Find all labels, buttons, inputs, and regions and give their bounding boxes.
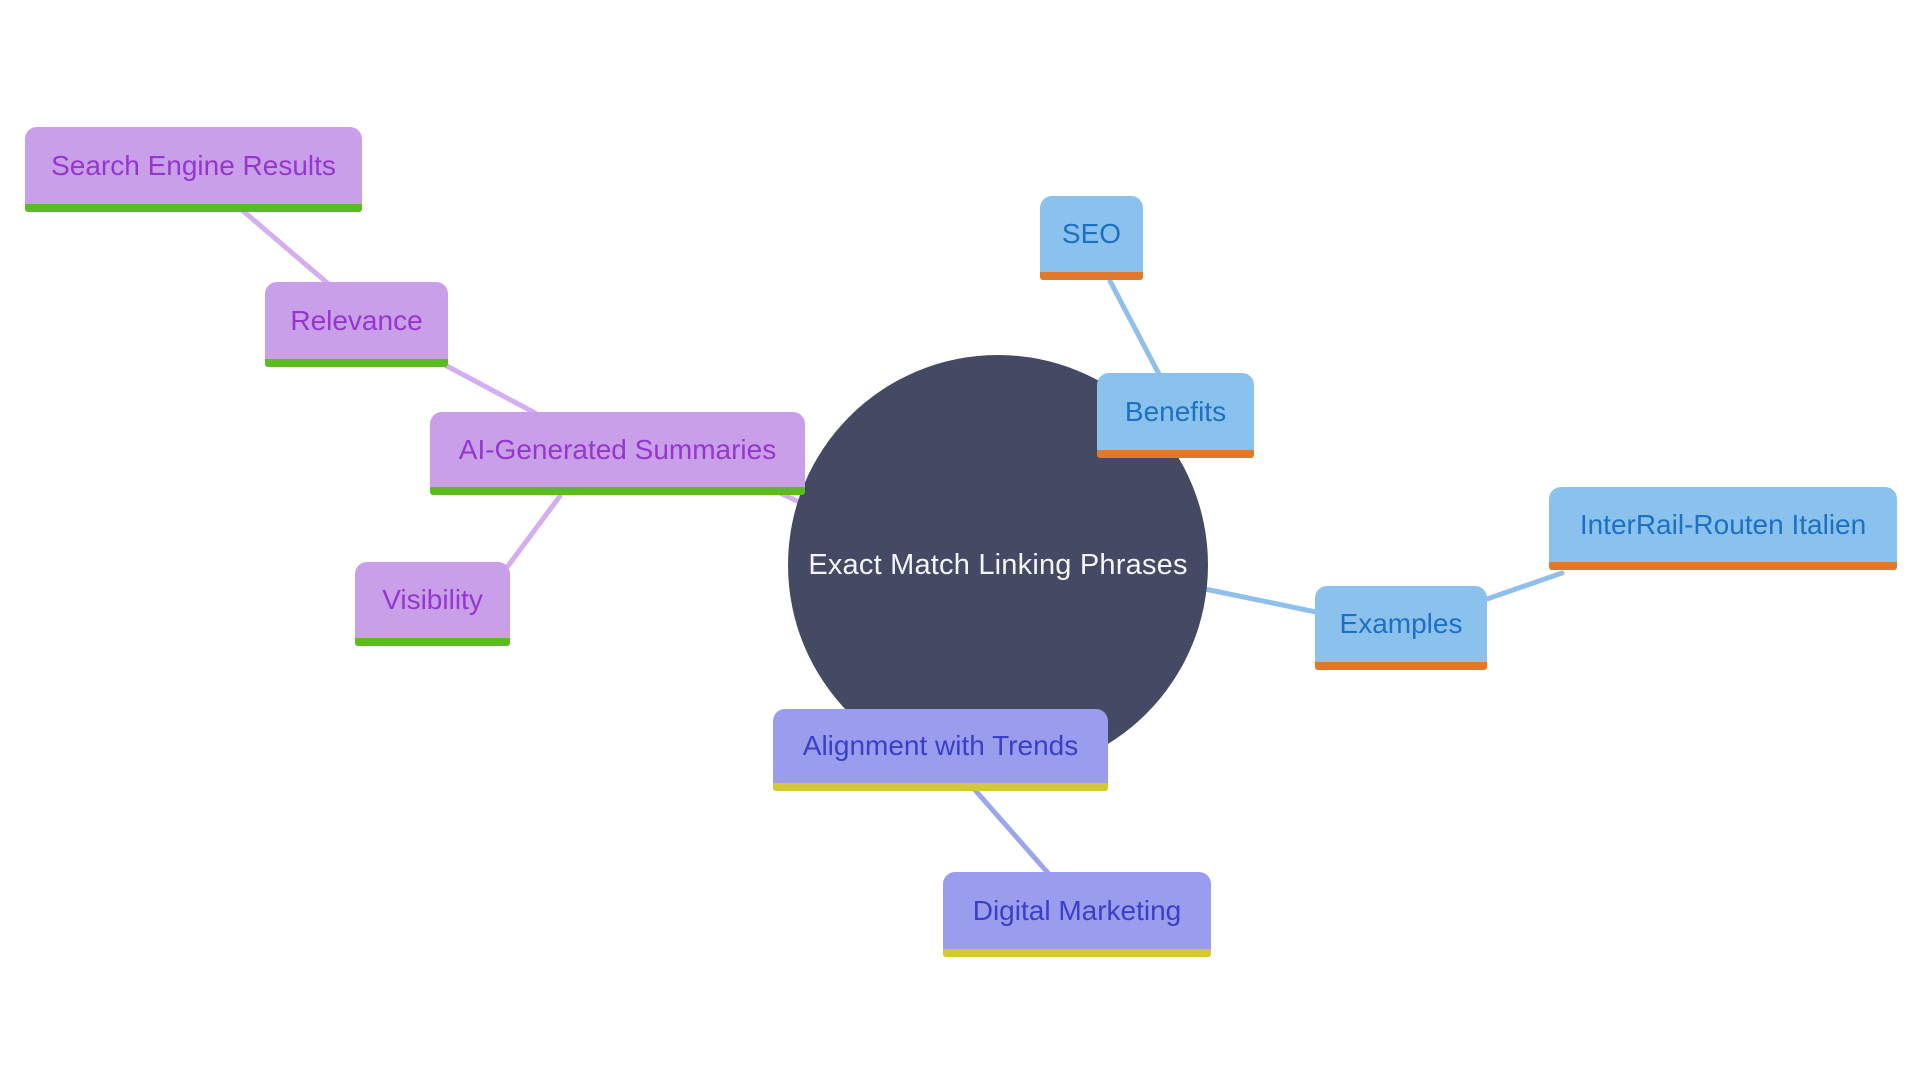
node-label: Benefits	[1124, 395, 1227, 427]
edge-alignment-digital-marketing	[972, 787, 1051, 876]
node-label: AI-Generated Summaries	[458, 433, 777, 465]
central-topic-label: Exact Match Linking Phrases	[808, 548, 1188, 581]
node-label: InterRail-Routen Italien	[1579, 508, 1867, 540]
node-label: Alignment with Trends	[802, 730, 1079, 761]
node-label: Visibility	[382, 584, 483, 615]
node-label: SEO	[1061, 218, 1122, 249]
edge-relevance-ai-generated-summaries	[442, 362, 538, 416]
edge-ai-generated-summaries-visibility	[505, 493, 563, 569]
edge-search-engine-results-relevance	[239, 207, 335, 290]
node-benefits[interactable]: Benefits	[1097, 373, 1254, 458]
node-visibility[interactable]: Visibility	[355, 562, 510, 646]
node-interrail-routen-italien[interactable]: InterRail-Routen Italien	[1549, 487, 1897, 570]
node-label: Relevance	[290, 304, 423, 336]
edge-center-examples	[1202, 586, 1319, 615]
node-label: Examples	[1339, 608, 1463, 639]
node-alignment-with-trends[interactable]: Alignment with Trends	[773, 709, 1108, 791]
node-examples[interactable]: Examples	[1315, 586, 1487, 670]
node-search-engine-results[interactable]: Search Engine Results	[25, 127, 362, 212]
node-label: Search Engine Results	[51, 149, 336, 181]
node-label: Digital Marketing	[972, 894, 1182, 926]
node-seo[interactable]: SEO	[1040, 196, 1143, 280]
node-relevance[interactable]: Relevance	[265, 282, 448, 367]
node-ai-generated-summaries[interactable]: AI-Generated Summaries	[430, 412, 805, 495]
edge-seo-benefits	[1107, 278, 1163, 379]
edge-examples-interrail	[1484, 570, 1565, 602]
node-digital-marketing[interactable]: Digital Marketing	[943, 872, 1211, 957]
